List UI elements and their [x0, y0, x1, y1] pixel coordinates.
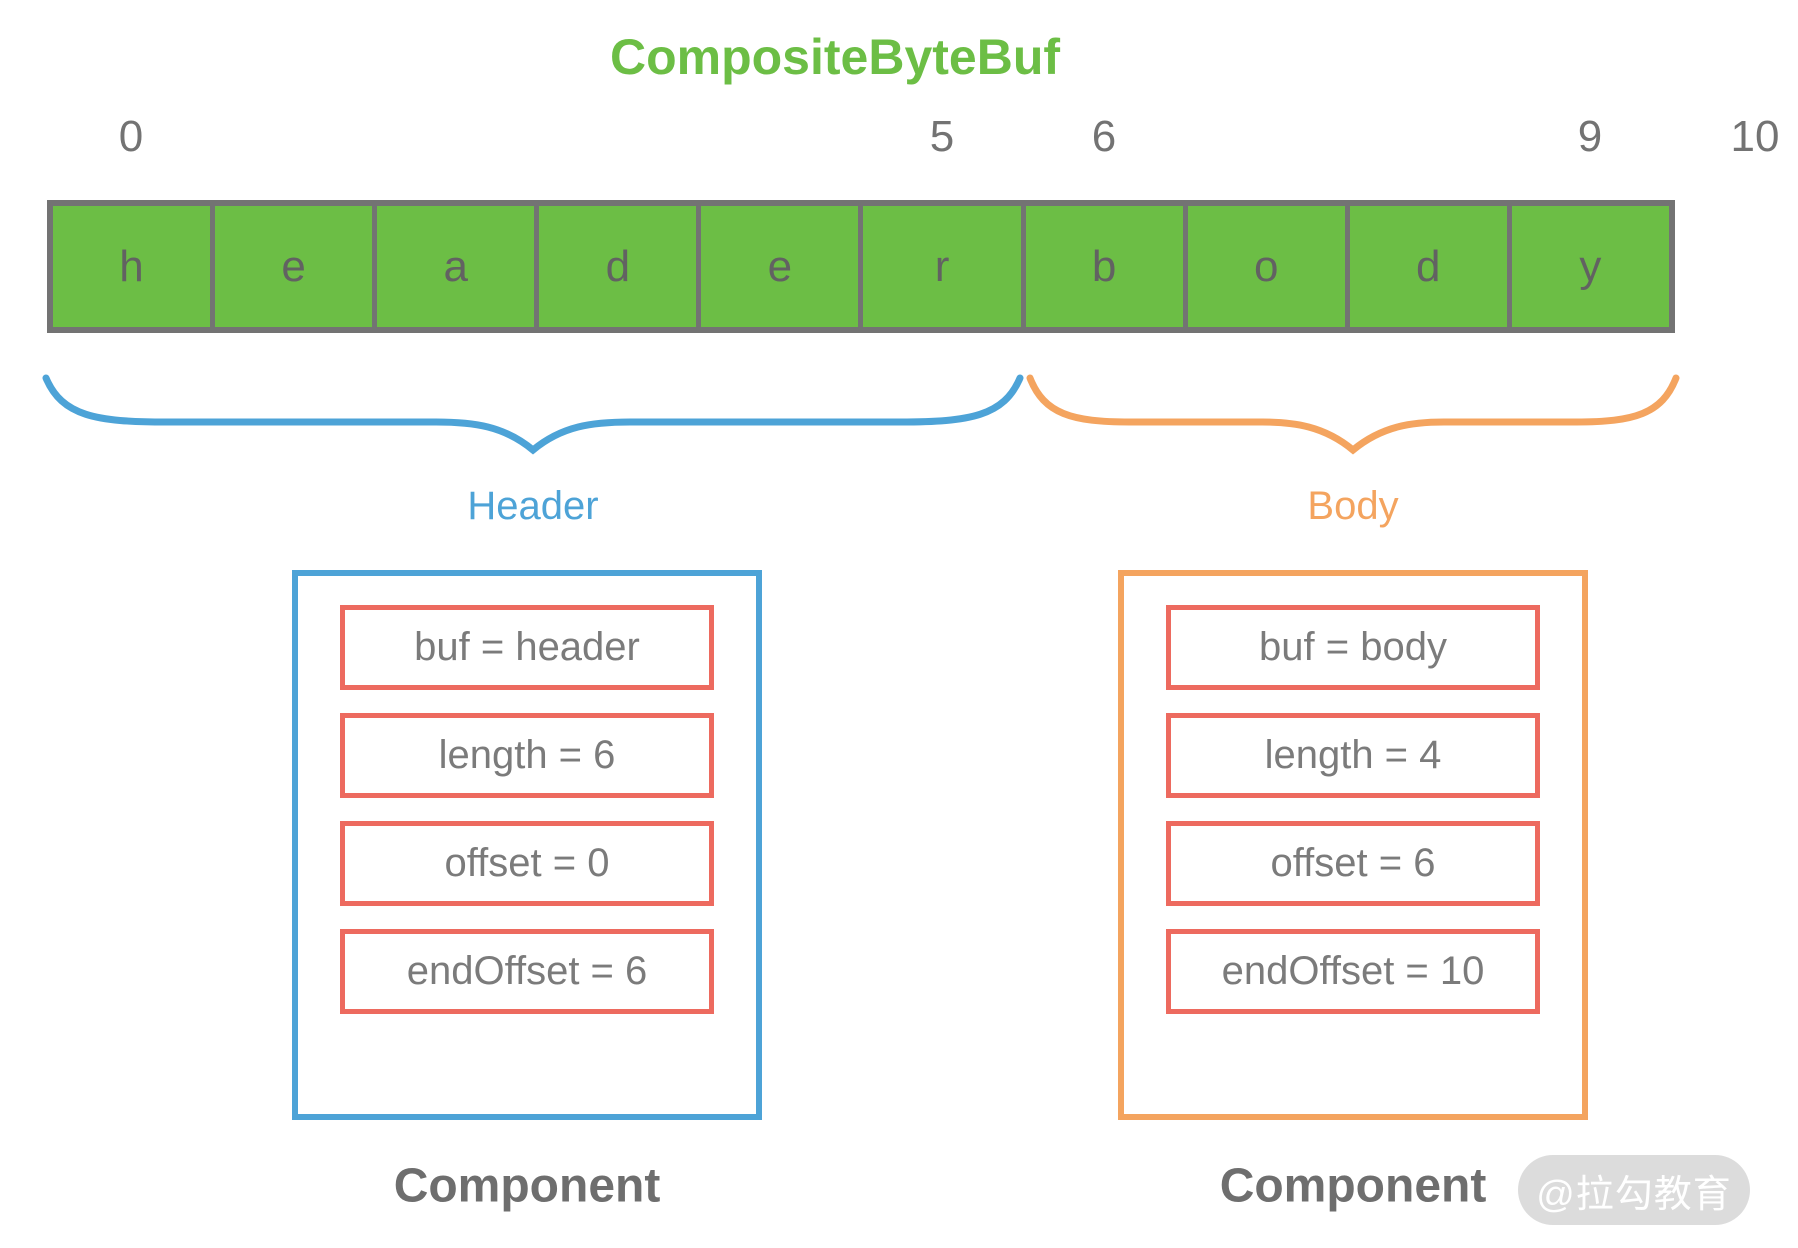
byte-cell: o — [1187, 206, 1345, 327]
index-label-0: 0 — [118, 112, 144, 161]
byte-buffer-bar: h e a d e r b o d y — [47, 200, 1675, 333]
field-length: length = 6 — [340, 713, 714, 798]
watermark-badge: @拉勾教育 — [1518, 1155, 1750, 1225]
header-component-caption: Component — [393, 1159, 661, 1213]
field-endoffset: endOffset = 10 — [1166, 929, 1540, 1014]
field-offset: offset = 6 — [1166, 821, 1540, 906]
diagram-title: CompositeByteBuf — [609, 29, 1061, 85]
body-region-label: Body — [1307, 484, 1399, 528]
byte-cell: r — [863, 206, 1021, 327]
field-offset: offset = 0 — [340, 821, 714, 906]
field-buf: buf = body — [1166, 605, 1540, 690]
byte-cell: d — [1349, 206, 1507, 327]
field-length: length = 4 — [1166, 713, 1540, 798]
byte-cell: d — [539, 206, 697, 327]
byte-cell: e — [215, 206, 373, 327]
header-brace-icon — [42, 374, 1024, 455]
header-component-box: buf = header length = 6 offset = 0 endOf… — [292, 570, 762, 1120]
body-component-caption: Component — [1219, 1159, 1487, 1213]
byte-cell: a — [377, 206, 535, 327]
header-region-label: Header — [467, 484, 599, 528]
byte-cell: h — [53, 206, 211, 327]
byte-cell: e — [701, 206, 859, 327]
index-label-9: 9 — [1577, 112, 1603, 161]
index-label-6: 6 — [1091, 112, 1117, 161]
body-component-box: buf = body length = 4 offset = 6 endOffs… — [1118, 570, 1588, 1120]
index-label-5: 5 — [929, 112, 955, 161]
body-brace-icon — [1026, 374, 1680, 455]
field-buf: buf = header — [340, 605, 714, 690]
field-endoffset: endOffset = 6 — [340, 929, 714, 1014]
index-label-10: 10 — [1730, 112, 1780, 161]
byte-cell: b — [1025, 206, 1183, 327]
byte-cell: y — [1511, 206, 1669, 327]
